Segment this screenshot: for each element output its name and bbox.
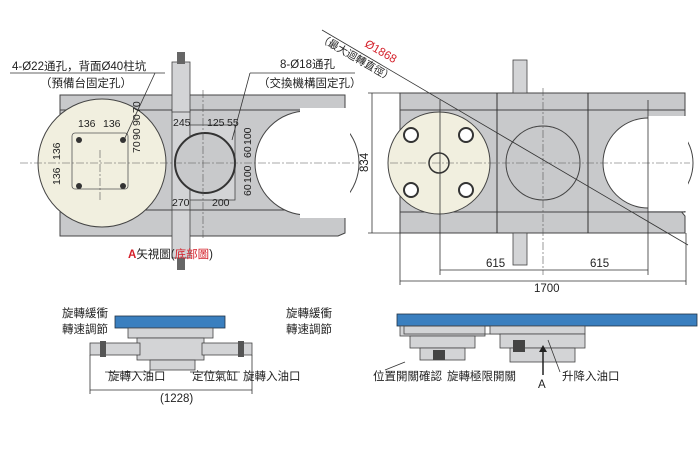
dim-136: 136 [51, 142, 63, 160]
label-lift-inlet: 升降入油口 [562, 369, 620, 383]
label-speed-adjust-right: 轉速調節 [286, 322, 332, 336]
dim-90: 90 [131, 128, 143, 140]
label-rotary-buffer-left: 旋轉緩衝 [62, 306, 108, 320]
dim-136: 136 [78, 118, 96, 130]
dim-245: 245 [173, 117, 191, 129]
dim-1700: 1700 [534, 283, 560, 295]
dim-1228: (1228) [160, 393, 193, 405]
callout-exchange-holes-note: （交換機構固定孔） [258, 76, 362, 90]
dim-60: 60 [242, 184, 254, 196]
label-rotary-inlet-right: 旋轉入油口 [243, 369, 301, 383]
side-view-left [89, 315, 253, 394]
dim-70: 70 [131, 101, 143, 113]
dim-55: 55 [227, 117, 239, 129]
dim-615-left: 615 [486, 258, 505, 270]
dim-60: 60 [242, 146, 254, 158]
table-top [396, 313, 698, 327]
table-top [114, 315, 226, 329]
dim-270: 270 [172, 197, 190, 209]
dim-136: 136 [103, 118, 121, 130]
view-caption: A矢視圖(底部圖) [128, 247, 213, 261]
label-rotary-limit-switch: 旋轉極限開關 [447, 369, 516, 383]
callout-through-holes: 4-Ø22通孔，背面Ø40柱坑 [12, 59, 147, 73]
callout-through-holes-note: （預備台固定孔） [40, 76, 132, 90]
callout-exchange-holes: 8-Ø18通孔 [280, 58, 335, 71]
top-view-drawing [321, 29, 694, 285]
arrow-label-a: A [538, 379, 546, 391]
label-rotary-inlet-left: 旋轉入油口 [108, 369, 166, 383]
dim-834: 834 [359, 152, 371, 172]
max-swing-line [321, 29, 689, 246]
cylinder-bottom [512, 232, 528, 266]
label-positioning-cylinder: 定位氣缸 [192, 369, 238, 383]
dim-100: 100 [242, 127, 254, 145]
cylinder-top [512, 59, 528, 94]
side-view-right [384, 313, 698, 375]
cylinder-top [171, 61, 191, 113]
dim-615-right: 615 [590, 258, 609, 270]
bottom-view-drawing [10, 52, 360, 270]
label-rotary-buffer-right: 旋轉緩衝 [286, 306, 332, 320]
label-position-switch: 位置開關確認 [373, 369, 442, 383]
dim-125: 125 [207, 117, 225, 129]
label-speed-adjust-left: 轉速調節 [62, 322, 108, 336]
dim-90: 90 [131, 114, 143, 126]
dim-200: 200 [212, 197, 230, 209]
dim-100: 100 [242, 165, 254, 183]
dim-70: 70 [131, 141, 143, 153]
dim-136: 136 [51, 167, 63, 185]
